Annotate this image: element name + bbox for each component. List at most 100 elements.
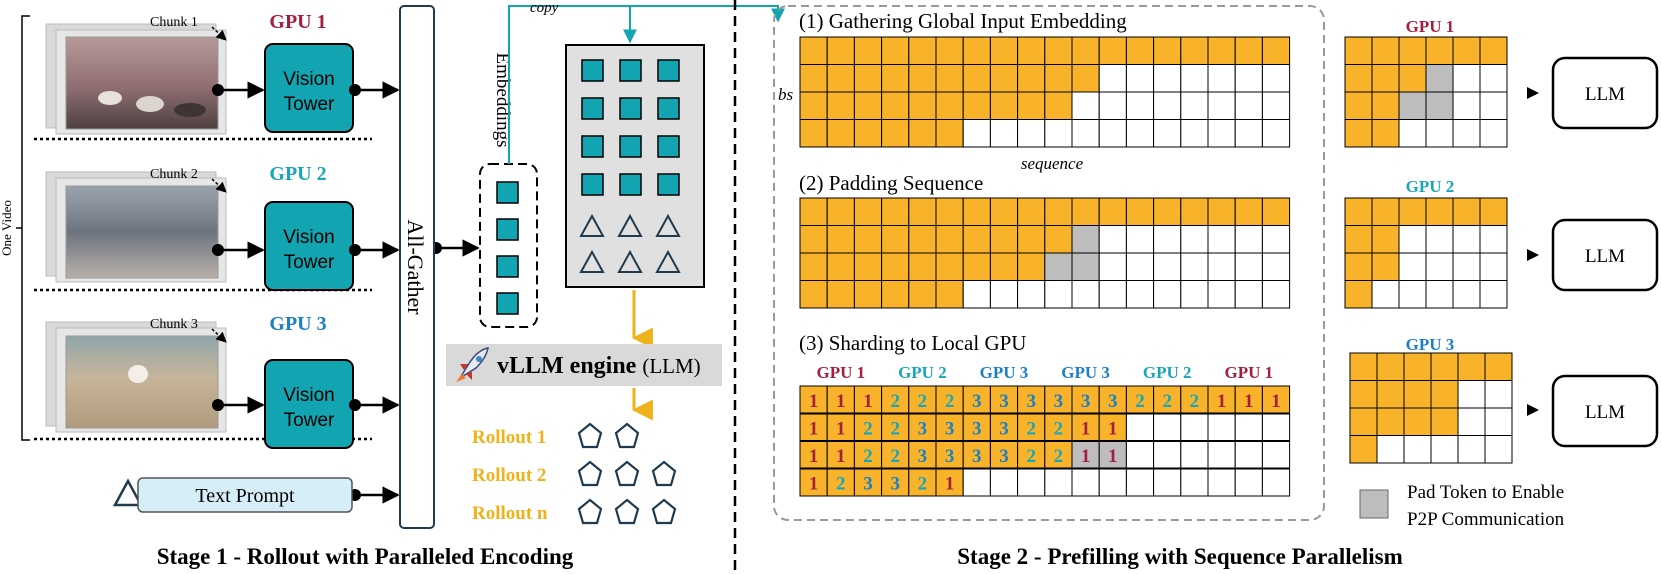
shard-cell-label: 2 xyxy=(890,418,900,439)
chunk-3-frames xyxy=(45,321,227,433)
token-cell xyxy=(826,36,855,65)
shard-cell-label: 1 xyxy=(1217,391,1227,412)
empty-cell xyxy=(989,280,1019,309)
shard-gpu-header: GPU 3 xyxy=(980,363,1029,382)
token-cell xyxy=(1125,36,1155,65)
flow-arrows xyxy=(212,81,480,504)
token-cell xyxy=(1207,36,1236,65)
token-cell xyxy=(853,197,883,226)
empty-cell xyxy=(1180,252,1209,281)
empty-cell xyxy=(1044,119,1073,148)
empty-cell xyxy=(1017,280,1046,309)
token-cell xyxy=(1457,352,1486,381)
empty-cell xyxy=(1261,119,1291,148)
token-cell xyxy=(1125,197,1155,226)
token-cell xyxy=(881,119,910,148)
token-cell xyxy=(1344,225,1373,254)
vision-tower-3: Vision Tower xyxy=(264,359,354,449)
token-cell xyxy=(826,280,855,309)
token-cell xyxy=(1098,36,1127,65)
empty-cell xyxy=(1398,280,1427,309)
token-cell xyxy=(1403,407,1432,436)
local-llm-arrows xyxy=(1527,87,1539,416)
token-cell xyxy=(1153,36,1182,65)
shard-cell-label: 2 xyxy=(836,473,846,494)
shard-token-cell xyxy=(989,413,1019,442)
shard-cell-label: 1 xyxy=(1081,446,1091,467)
shard-token-cell xyxy=(826,468,855,497)
token-cell xyxy=(1349,435,1378,464)
empty-cell xyxy=(1125,252,1155,281)
embedding-tokens xyxy=(496,181,519,315)
pad-cell xyxy=(1425,64,1454,93)
token-cell xyxy=(908,252,937,281)
shard-cell-label: 2 xyxy=(863,446,873,467)
shard-cell-label: 2 xyxy=(890,446,900,467)
vision-tower-label: Tower xyxy=(284,410,335,431)
pad-cell xyxy=(1398,91,1427,120)
token-cell xyxy=(799,119,828,148)
token-cell xyxy=(1479,36,1508,65)
empty-cell xyxy=(1484,435,1513,464)
empty-cell xyxy=(1125,413,1155,442)
token-cell xyxy=(881,64,910,93)
empty-cell xyxy=(1125,91,1155,120)
empty-cell xyxy=(1261,468,1291,497)
shard-cell-label: 1 xyxy=(836,418,846,439)
shard-token-cell xyxy=(799,468,828,497)
empty-cell xyxy=(1234,91,1263,120)
bs-label: bs xyxy=(778,85,794,104)
token-cell xyxy=(935,91,964,120)
shard-cell-label: 3 xyxy=(999,446,1009,467)
empty-cell xyxy=(1479,91,1508,120)
empty-cell xyxy=(1125,64,1155,93)
empty-cell xyxy=(1457,435,1486,464)
text-prompt-box xyxy=(137,477,353,513)
empty-cell xyxy=(1403,435,1432,464)
shard-token-cell xyxy=(1071,385,1100,414)
shard-token-cell xyxy=(826,413,855,442)
empty-cell xyxy=(1207,64,1236,93)
vision-tower-label: Vision xyxy=(283,69,334,90)
shard-cell-label: 1 xyxy=(1108,418,1118,439)
shard-cell-label: 2 xyxy=(863,418,873,439)
token-cell xyxy=(853,91,883,120)
stage1-title: Stage 1 - Rollout with Paralleled Encodi… xyxy=(157,544,574,569)
shard-cell-label: 2 xyxy=(1054,418,1064,439)
token-cell xyxy=(989,91,1019,120)
token-cell xyxy=(853,225,883,254)
shard-cell-label: 3 xyxy=(918,446,928,467)
stage2-title: Stage 2 - Prefilling with Sequence Paral… xyxy=(957,544,1402,569)
token-cell xyxy=(1344,197,1373,226)
shard-cell-label: 1 xyxy=(1244,391,1254,412)
shard-cell-label: 3 xyxy=(972,418,982,439)
token-cell xyxy=(1398,64,1427,93)
token-cell xyxy=(1349,352,1378,381)
empty-cell xyxy=(1071,468,1100,497)
token-cell xyxy=(1398,197,1427,226)
text-prompt-label: Text Prompt xyxy=(195,485,295,507)
token-cell xyxy=(1017,91,1046,120)
token-cell xyxy=(1425,197,1454,226)
global-embedding-grid xyxy=(799,36,1291,148)
empty-cell xyxy=(1071,91,1100,120)
token-cell xyxy=(1344,252,1373,281)
empty-cell xyxy=(1098,252,1127,281)
shard-cell-label: 1 xyxy=(809,473,819,494)
pad-token-legend-swatch xyxy=(1359,489,1389,519)
shard-cell-label: 1 xyxy=(809,418,819,439)
shard-token-cell xyxy=(1125,385,1155,414)
empty-cell xyxy=(1425,252,1454,281)
token-cell xyxy=(1044,64,1073,93)
token-cell xyxy=(962,197,991,226)
token-cell xyxy=(1017,197,1046,226)
llm-input-box xyxy=(565,44,705,288)
empty-cell xyxy=(1207,91,1236,120)
empty-cell xyxy=(1207,225,1236,254)
empty-cell xyxy=(1479,280,1508,309)
copy-arrow xyxy=(508,5,785,164)
token-cell xyxy=(1153,197,1182,226)
token-cell xyxy=(1425,36,1454,65)
empty-cell xyxy=(1484,407,1513,436)
